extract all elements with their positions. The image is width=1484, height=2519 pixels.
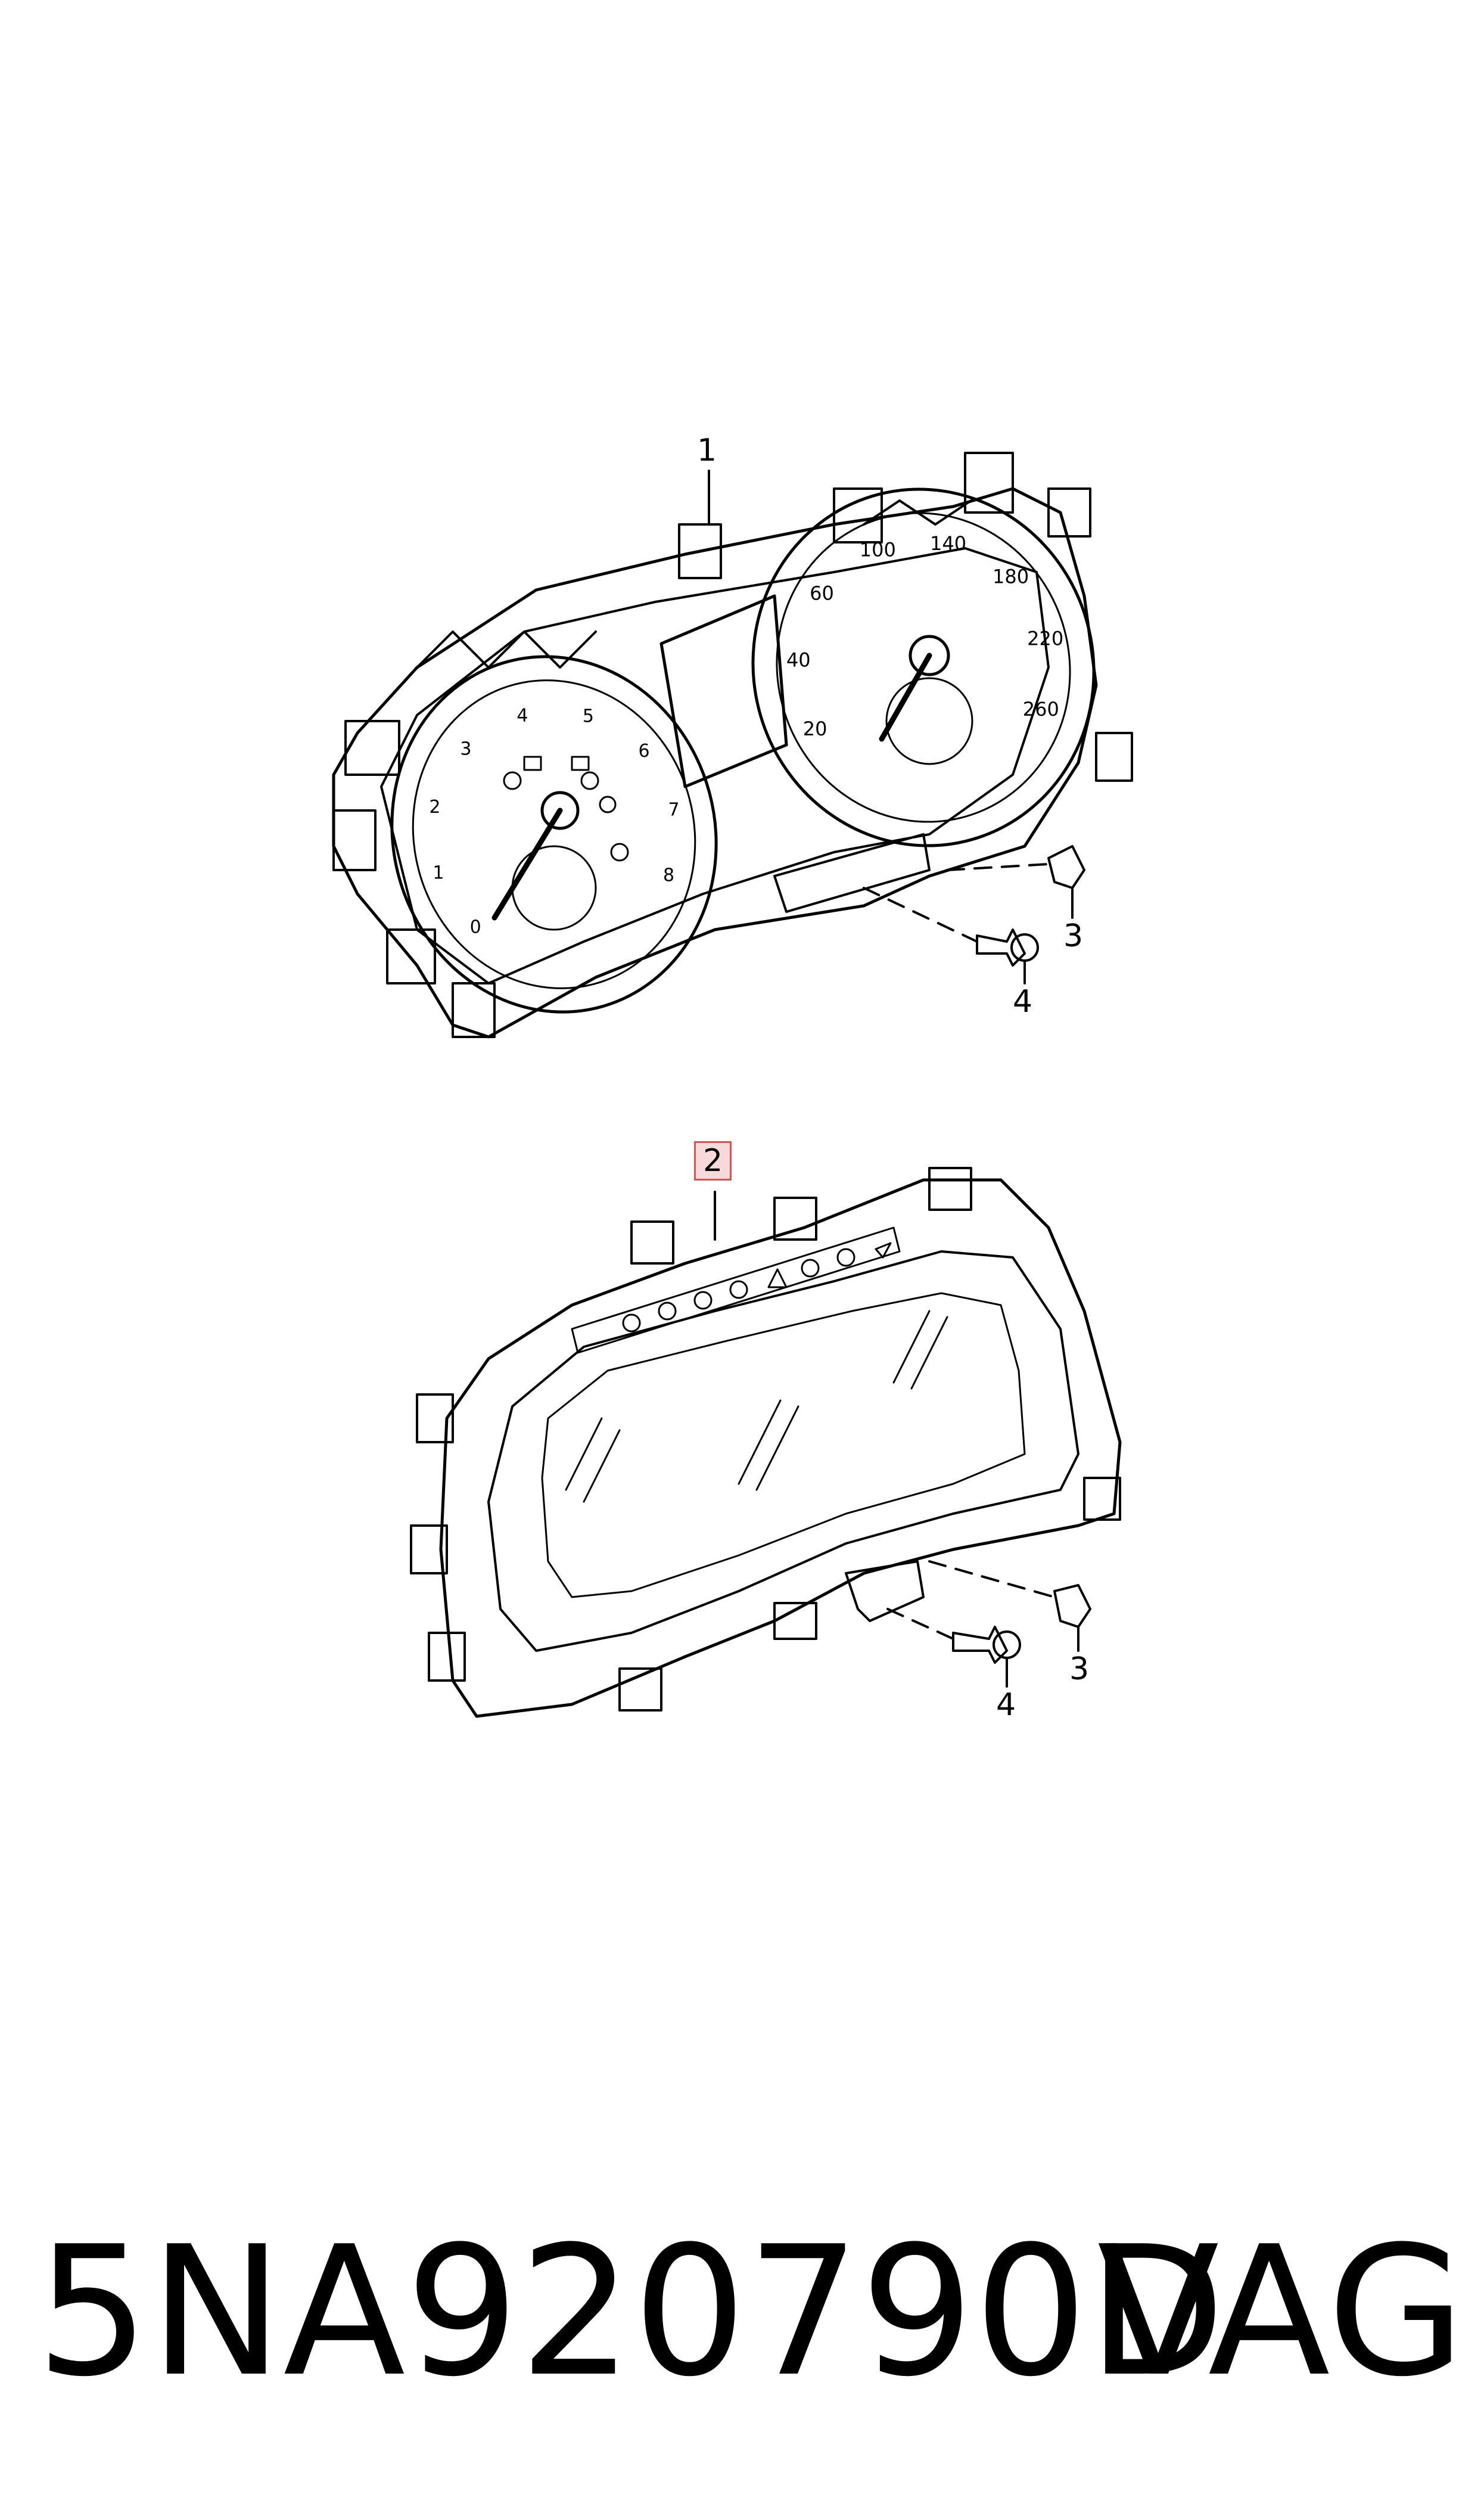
callout-label-3-upper: 3	[1063, 918, 1084, 954]
digital-lower-tab	[845, 1560, 925, 1622]
speedometer-tick-20: 20	[803, 718, 827, 740]
callout-label-4-upper: 4	[1013, 984, 1033, 1020]
part-3-clip-upper	[946, 845, 1085, 919]
speedometer-needle	[879, 653, 932, 742]
center-display-window	[659, 594, 788, 788]
callout-label-2[interactable]: 2	[694, 1141, 732, 1181]
lower-mounting-bracket	[773, 833, 931, 913]
tachometer-tick-1: 1	[433, 862, 444, 883]
tachometer-tick-labels: 0 1 2 3 4 5 6 7 8	[429, 706, 679, 938]
part-number: 5NA920790D	[36, 2208, 1225, 2416]
callout-label-1: 1	[697, 433, 717, 468]
warning-light-strip	[571, 1226, 901, 1354]
tachometer-tick-6: 6	[639, 741, 650, 762]
speedometer-tick-labels: 20 40 60 100 140 180 220 260	[786, 532, 1063, 740]
tachometer-tick-2: 2	[429, 797, 440, 818]
speedometer-hub	[909, 635, 950, 676]
speedometer-bezel	[751, 487, 1096, 847]
tachometer-tick-3: 3	[460, 739, 471, 760]
speedometer-tick-60: 60	[810, 582, 834, 604]
digital-display-screen	[541, 1292, 1026, 1598]
fuel-gauge-dial	[511, 845, 597, 931]
cluster-housing-outline	[332, 487, 1098, 1039]
tachometer-hub	[540, 791, 580, 830]
screen-glare-lines	[565, 1310, 948, 1503]
part-4-screw-upper	[863, 887, 1039, 984]
speedometer-tick-260: 260	[1023, 698, 1059, 720]
speedometer-dial	[776, 512, 1071, 823]
tachometer-tick-5: 5	[583, 706, 594, 727]
tachometer-tick-0: 0	[470, 917, 481, 938]
tachometer-tick-8: 8	[663, 865, 674, 886]
cluster-inner-frame	[380, 547, 1050, 984]
callout-label-3-lower: 3	[1069, 1651, 1090, 1687]
speedometer-tick-40: 40	[786, 649, 811, 672]
part-3-clip-lower	[928, 1560, 1091, 1652]
tachometer-warning-icons	[503, 756, 629, 862]
part-4-screw-lower	[886, 1608, 1021, 1688]
temperature-gauge-dial	[885, 677, 973, 765]
speedometer-tick-100: 100	[860, 539, 896, 561]
tachometer-bezel	[390, 655, 718, 1014]
speedometer-tick-220: 220	[1027, 627, 1063, 650]
tachometer-dial	[412, 679, 696, 989]
speedometer-tick-180: 180	[993, 566, 1029, 588]
digital-housing-brackets	[410, 1167, 1121, 1712]
digital-cluster-bezel	[487, 1250, 1079, 1652]
footer: 5NA920790D VAG	[36, 2205, 1466, 2419]
brand-label: VAG	[1097, 2208, 1466, 2416]
speedometer-tick-140: 140	[930, 532, 966, 555]
digital-cluster-housing-outline	[439, 1178, 1122, 1718]
tachometer-needle	[491, 807, 563, 921]
callout-label-4-lower: 4	[996, 1687, 1016, 1723]
digital-instrument-cluster	[410, 1167, 1122, 1718]
tachometer-tick-4: 4	[517, 706, 528, 726]
tachometer-tick-7: 7	[668, 800, 680, 821]
